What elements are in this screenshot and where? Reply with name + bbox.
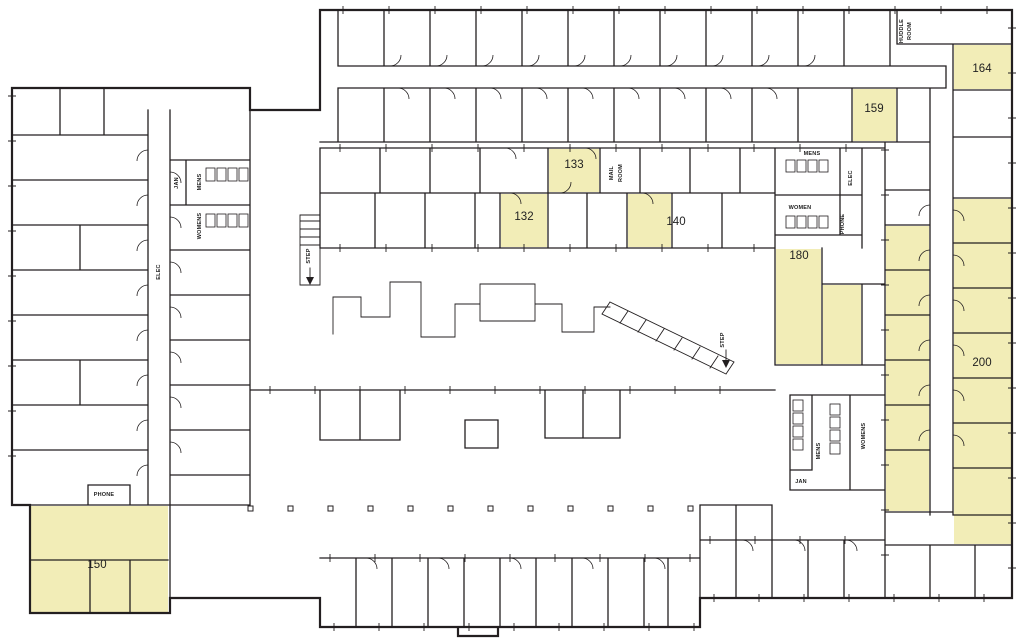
structural-column bbox=[327, 505, 334, 512]
toilet-stall bbox=[818, 159, 829, 173]
toilet-stall bbox=[796, 159, 807, 173]
toilet-stall bbox=[785, 215, 796, 229]
step-arrows bbox=[306, 267, 730, 368]
label-huddle-room-line1: HUDDLE bbox=[899, 19, 905, 43]
label-step-left: STEP bbox=[306, 248, 312, 263]
label-mens-left: MENS bbox=[197, 174, 203, 191]
room-150-number: 150 bbox=[87, 559, 106, 571]
toilet-stall bbox=[807, 159, 818, 173]
structural-column bbox=[527, 505, 534, 512]
label-jan-bottom-right: JAN bbox=[795, 479, 807, 485]
room-numbers: 150 132 133 140 159 164 180 200 bbox=[87, 63, 992, 571]
label-elec-mid: ELEC bbox=[848, 170, 854, 185]
toilet-stall bbox=[829, 416, 841, 429]
highlighted-rooms bbox=[30, 45, 1011, 612]
structural-column bbox=[487, 505, 494, 512]
structural-column bbox=[407, 505, 414, 512]
label-mail-room-line2: ROOM bbox=[618, 164, 624, 182]
label-jan-left: JAN bbox=[174, 177, 180, 189]
toilet-stall bbox=[792, 438, 804, 451]
toilet-stall bbox=[785, 159, 796, 173]
toilet-stall bbox=[796, 215, 807, 229]
toilet-stall bbox=[238, 213, 249, 228]
label-phone-bottom-left: PHONE bbox=[94, 492, 115, 498]
label-phone-mid: PHONE bbox=[840, 214, 846, 235]
arrow-down-icon bbox=[722, 360, 730, 368]
structural-column bbox=[247, 505, 254, 512]
toilet-stall bbox=[829, 442, 841, 455]
structural-column bbox=[287, 505, 294, 512]
room-140-highlight bbox=[628, 194, 671, 247]
structural-column bbox=[367, 505, 374, 512]
toilet-stall bbox=[792, 399, 804, 412]
toilet-stall bbox=[205, 213, 216, 228]
core-and-stair-walls bbox=[299, 214, 735, 375]
room-133-number: 133 bbox=[564, 159, 583, 171]
room-159-number: 159 bbox=[864, 103, 883, 115]
room-200-highlight bbox=[954, 199, 1011, 544]
toilet-stall bbox=[227, 213, 238, 228]
room-180-highlight bbox=[823, 285, 861, 364]
toilet-stall bbox=[792, 412, 804, 425]
label-huddle-room-line2: ROOM bbox=[907, 22, 913, 40]
room-180-number: 180 bbox=[789, 250, 808, 262]
toilet-stall bbox=[829, 429, 841, 442]
toilet-stall bbox=[227, 167, 238, 182]
structural-column bbox=[567, 505, 574, 512]
room-132-number: 132 bbox=[514, 211, 533, 223]
room-150-highlight bbox=[30, 506, 168, 612]
structural-column bbox=[647, 505, 654, 512]
label-elec-left: ELEC bbox=[156, 264, 162, 279]
structural-column bbox=[447, 505, 454, 512]
toilet-stall bbox=[216, 213, 227, 228]
toilet-stall bbox=[818, 215, 829, 229]
label-womens-bottom-right: WOMENS bbox=[861, 423, 867, 450]
room-164-highlight bbox=[954, 45, 1011, 89]
room-200-highlight bbox=[886, 226, 929, 511]
room-133-highlight bbox=[549, 149, 599, 192]
room-140-number: 140 bbox=[666, 216, 685, 228]
door-arcs bbox=[136, 54, 965, 570]
wall-ticks bbox=[8, 6, 1016, 631]
restroom-fixtures bbox=[205, 159, 841, 455]
structural-column bbox=[687, 505, 694, 512]
label-mens-mid: MENS bbox=[804, 151, 821, 157]
toilet-stall bbox=[216, 167, 227, 182]
toilet-stall bbox=[807, 215, 818, 229]
label-mail-room-line1: MAIL bbox=[609, 165, 615, 180]
toilet-stall bbox=[792, 425, 804, 438]
toilet-stall bbox=[238, 167, 249, 182]
label-women-mid: WOMEN bbox=[789, 205, 812, 211]
label-step-right: STEP bbox=[720, 332, 726, 347]
structural-column bbox=[607, 505, 614, 512]
room-132-highlight bbox=[501, 194, 547, 247]
room-159-highlight bbox=[853, 89, 896, 141]
label-mens-bottom-right: MENS bbox=[816, 443, 822, 460]
room-180-highlight bbox=[776, 249, 821, 364]
room-164-number: 164 bbox=[972, 63, 992, 75]
arrow-down-icon bbox=[306, 277, 314, 285]
structural-columns bbox=[247, 505, 694, 512]
toilet-stall bbox=[205, 167, 216, 182]
label-womens-left: WOMENS bbox=[197, 213, 203, 240]
toilet-stall bbox=[829, 403, 841, 416]
room-200-number: 200 bbox=[972, 357, 991, 369]
